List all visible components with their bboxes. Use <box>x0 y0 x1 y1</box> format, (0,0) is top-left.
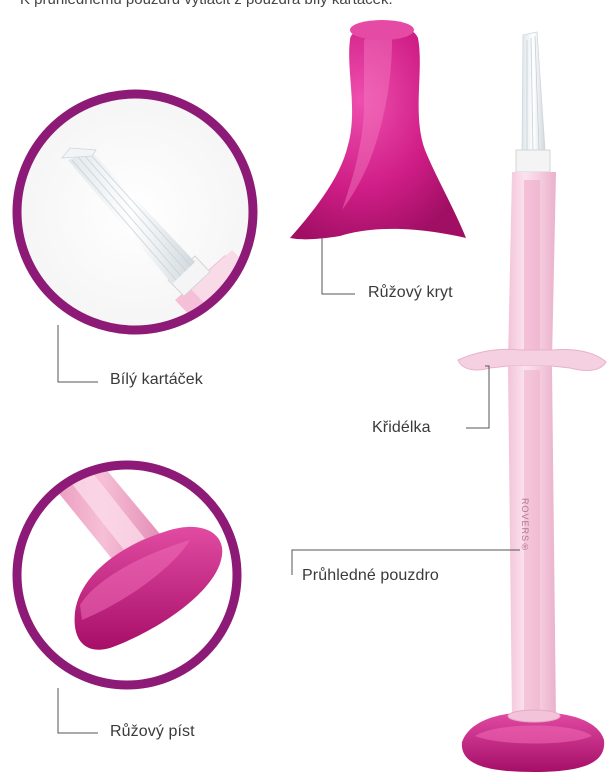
label-wings: Křidélka <box>372 419 431 437</box>
label-pink-cap: Růžový kryt <box>368 284 453 302</box>
product-device <box>458 32 606 772</box>
label-pink-plunger: Růžový píst <box>110 723 195 741</box>
pink-cap <box>290 20 466 239</box>
plunger-closeup-circle <box>17 450 237 685</box>
brand-mark: ROVERS® <box>520 498 530 553</box>
label-clear-case: Průhledné pouzdro <box>302 567 439 585</box>
label-white-brush: Bílý kartáček <box>110 371 203 389</box>
brush-closeup-circle <box>17 94 320 400</box>
